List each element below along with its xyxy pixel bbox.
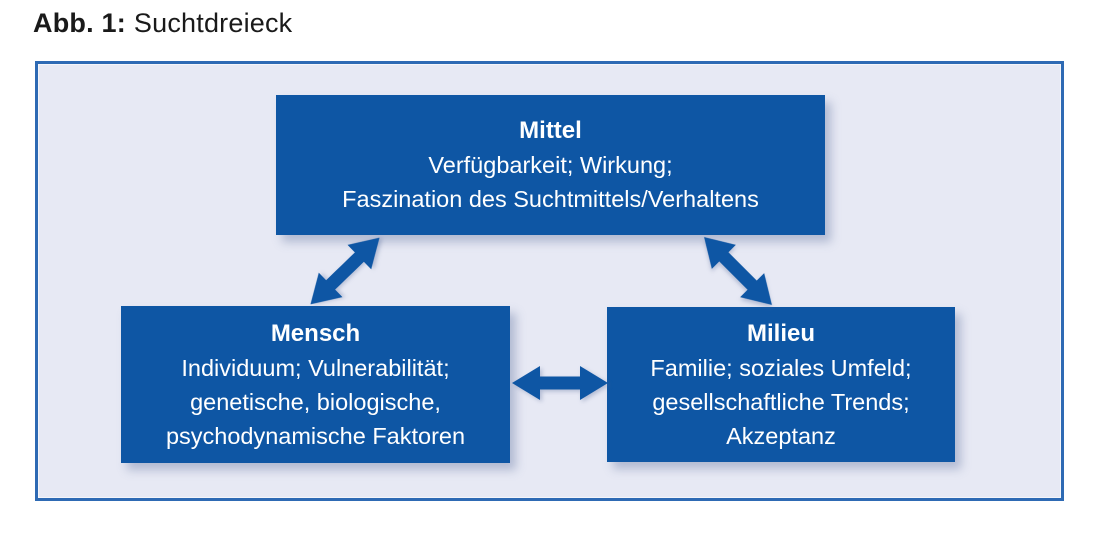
node-milieu-line: gesellschaftliche Trends;: [652, 388, 910, 415]
double-arrow-icon: [512, 366, 608, 400]
node-mittel-title: Mittel: [519, 117, 582, 144]
figure-caption: Abb. 1:Suchtdreieck: [33, 8, 292, 39]
node-milieu-line: Akzeptanz: [726, 422, 836, 449]
node-mittel-line: Verfügbarkeit; Wirkung;: [428, 152, 673, 178]
node-mensch-line: psychodynamische Faktoren: [165, 422, 466, 449]
node-mensch-title: Mensch: [270, 319, 361, 347]
node-mensch-line: Individuum; Vulnerabilität;: [181, 354, 450, 381]
node-milieu-title: Milieu: [746, 319, 815, 347]
double-arrow-icon: [704, 237, 772, 305]
diagram-frame: Mittel Verfügbarkeit; Wirkung; Faszinati…: [35, 61, 1064, 501]
node-mensch: Mensch Individuum; Vulnerabilität; genet…: [121, 306, 510, 463]
node-mensch-line: genetische, biologische,: [190, 388, 441, 415]
double-arrow-icon: [310, 237, 380, 305]
node-milieu-line: Familie; soziales Umfeld;: [650, 354, 912, 381]
node-mittel-line: Faszination des Suchtmittels/Verhaltens: [342, 186, 759, 212]
figure-title: Suchtdreieck: [133, 8, 293, 38]
figure-label: Abb. 1:: [33, 8, 126, 38]
node-milieu: Milieu Familie; soziales Umfeld; gesells…: [607, 307, 955, 462]
node-mittel: Mittel Verfügbarkeit; Wirkung; Faszinati…: [276, 95, 825, 235]
